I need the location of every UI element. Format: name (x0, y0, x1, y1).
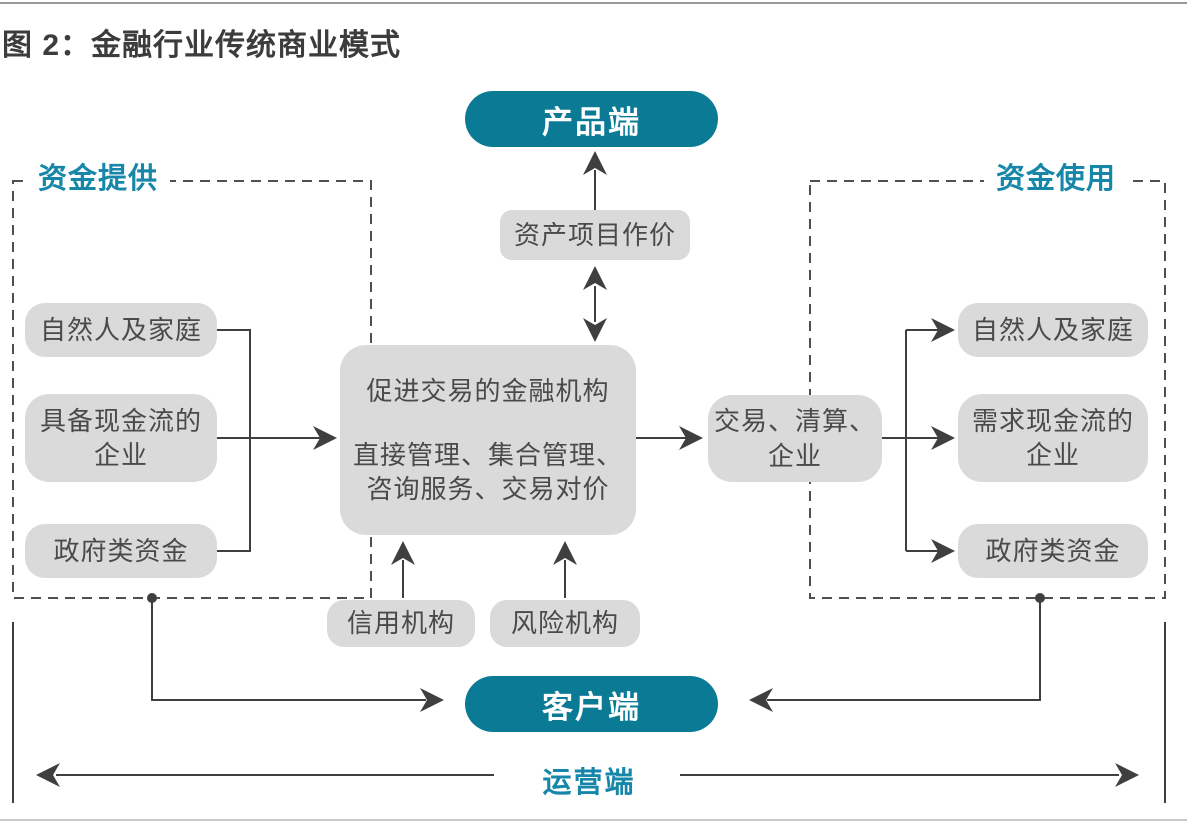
arrow-credit-up (391, 541, 415, 598)
client-side-pill: 客户端 (465, 676, 718, 732)
asset-pricing-node: 资产项目作价 (500, 210, 690, 260)
risk-institution-node: 风险机构 (490, 600, 640, 647)
arrow-to-use-enterprises (906, 426, 955, 450)
top-rule (0, 2, 1187, 4)
funds-use-label: 资金使用 (984, 160, 1129, 198)
supply-government-node: 政府类资金 (25, 524, 217, 578)
double-arrow-asset-central (583, 266, 607, 342)
central-line3: 咨询服务、交易对价 (366, 474, 610, 505)
trade-clearing-node: 交易、清算、 企业 (708, 395, 882, 482)
supply-enterprises-line2: 企业 (93, 440, 148, 470)
supply-enterprises-line1: 具备现金流的 (39, 405, 202, 436)
ops-arrow-left (36, 763, 494, 787)
use-government-node: 政府类资金 (958, 524, 1148, 578)
use-enterprises-line1: 需求现金流的 (971, 405, 1134, 436)
arrow-asset-to-product (583, 151, 607, 210)
central-line2: 直接管理、集合管理、 (352, 439, 623, 470)
central-line1: 促进交易的金融机构 (366, 375, 610, 406)
supply-individuals-node: 自然人及家庭 (25, 303, 217, 357)
trade-line1: 交易、清算、 (713, 406, 876, 437)
use-individuals-node: 自然人及家庭 (958, 303, 1148, 357)
ops-arrow-right (680, 763, 1139, 787)
connector-supply-to-client (147, 593, 444, 712)
arrow-to-use-government (906, 539, 955, 563)
arrow-central-to-trade (636, 426, 703, 450)
arrow-to-use-individuals (906, 318, 955, 342)
supply-bracket-line (217, 329, 251, 552)
central-institution-node: 促进交易的金融机构 直接管理、集合管理、 咨询服务、交易对价 (340, 345, 636, 535)
connector-use-to-client (749, 593, 1045, 712)
credit-institution-node: 信用机构 (327, 600, 475, 647)
supply-enterprises-node: 具备现金流的 企业 (25, 394, 217, 482)
product-side-pill: 产品端 (465, 91, 718, 147)
bottom-rule (0, 819, 1187, 821)
operations-side-label: 运营端 (524, 759, 654, 801)
use-enterprises-node: 需求现金流的 企业 (958, 394, 1148, 482)
arrow-supply-to-central (217, 426, 337, 450)
funds-supply-label: 资金提供 (26, 160, 171, 198)
arrow-risk-up (553, 541, 577, 598)
trade-line2: 企业 (767, 440, 822, 471)
use-enterprises-line2: 企业 (1025, 440, 1080, 470)
figure-title: 图 2：金融行业传统商业模式 (2, 29, 402, 62)
